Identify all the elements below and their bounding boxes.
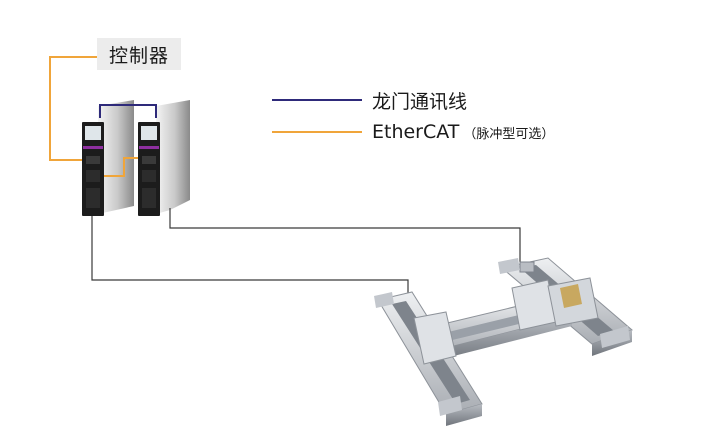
gantry-stage-illustration <box>374 257 633 426</box>
servo-drive-left <box>82 122 104 216</box>
legend-ethercat-note: （脉冲型可选） <box>463 127 555 142</box>
legend-gantry-text: 龙门通讯线 <box>372 87 467 114</box>
controller-label: 控制器 <box>108 44 169 67</box>
drive-panel-right <box>156 100 190 214</box>
ethercat-line-between-drives <box>104 157 138 177</box>
legend-ethercat-label: EtherCAT <box>372 121 460 143</box>
drive-panel-left <box>98 100 134 214</box>
legend-gantry-label: 龙门通讯线 <box>372 91 468 113</box>
servo-drive-right <box>138 122 160 216</box>
ethercat-line-to-controller <box>49 56 97 161</box>
controller-label-box: 控制器 <box>97 38 181 70</box>
motor-cable-left <box>91 216 409 296</box>
gantry-comm-line <box>99 104 157 118</box>
motor-cable-right <box>169 208 521 262</box>
legend-ethercat-text: EtherCAT（脉冲型可选） <box>372 121 554 143</box>
